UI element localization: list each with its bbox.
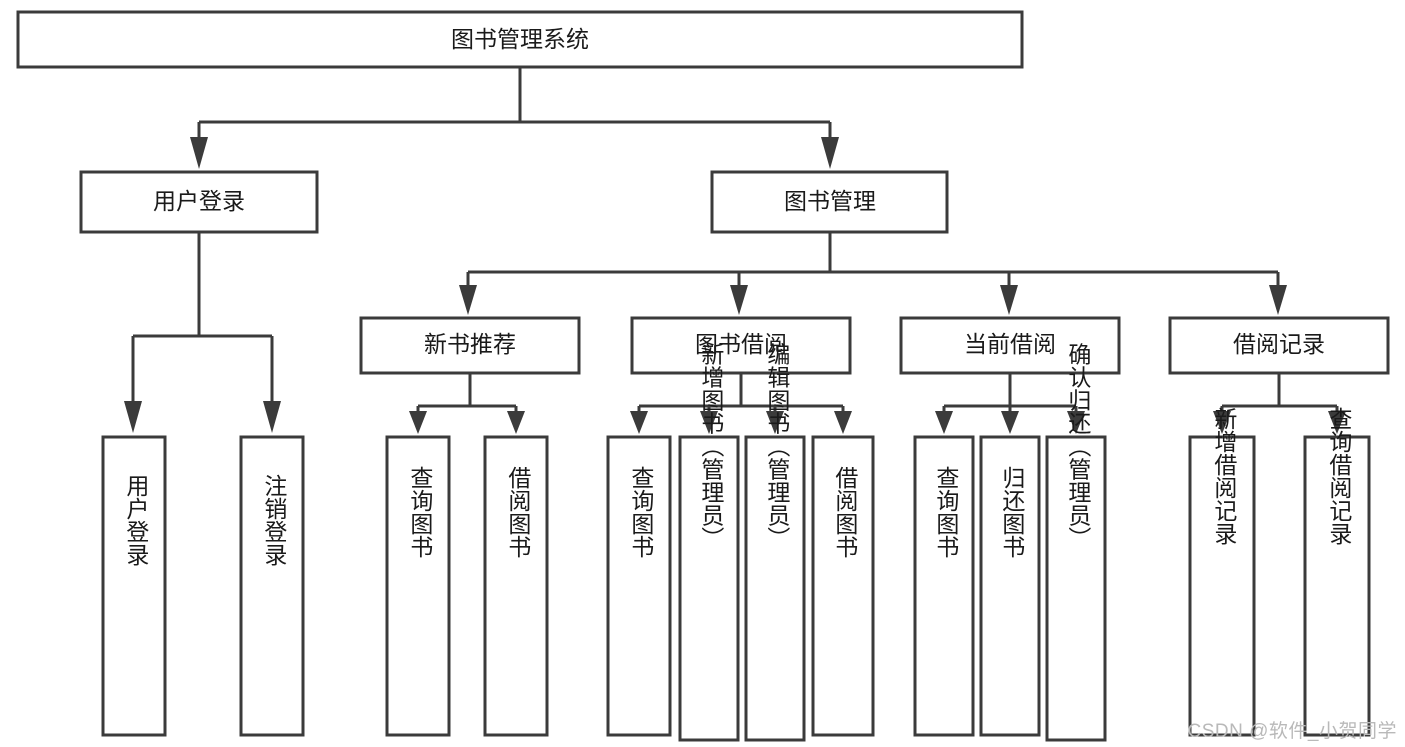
node-leaf-edit-book-box[interactable] [744,435,806,742]
arrow-to-leaf-borrow-book-2 [834,411,852,434]
arrow-to-leaf-edit-book [766,411,784,434]
node-root-label: 图书管理系统 [451,26,589,52]
node-leaf-borrow-book-1-box[interactable] [483,435,549,737]
arrow-to-leaf-logout [263,401,281,433]
node-leaf-query-book-3[interactable]: 查询图书 [913,435,975,737]
node-leaf-add-record-label: 新增借阅记录 [1211,407,1238,545]
node-borrow-record[interactable]: 借阅记录 [1168,316,1390,375]
node-user-login-label: 用户登录 [153,188,245,214]
node-leaf-borrow-book-2[interactable]: 借阅图书 [811,435,875,737]
node-leaf-user-login[interactable]: 用户登录 [101,435,167,737]
node-book-manage-label: 图书管理 [784,188,876,214]
node-book-manage[interactable]: 图书管理 [710,170,949,234]
node-book-borrow-box[interactable] [630,316,852,375]
arrow-to-leaf-return-book [1001,411,1019,434]
arrow-to-leaf-query-book-3 [935,411,953,434]
connector-group-book-borrow [630,373,852,434]
node-user-login[interactable]: 用户登录 [79,170,319,234]
node-new-book-rec-label: 新书推荐 [424,331,516,357]
node-leaf-add-record[interactable]: 新增借阅记录 [1188,407,1256,737]
arrow-to-borrow-record [1269,285,1287,315]
node-root[interactable]: 图书管理系统 [16,10,1024,69]
node-leaf-query-record-box[interactable] [1303,435,1371,737]
node-leaf-user-login-label: 用户登录 [123,474,150,566]
node-leaf-query-book-2-label: 查询图书 [628,466,655,558]
node-leaf-query-book-2[interactable]: 查询图书 [606,435,672,737]
node-leaf-confirm-return[interactable]: 确认归还（管理员） [1045,343,1107,742]
node-borrow-record-label: 借阅记录 [1233,331,1325,357]
node-leaf-query-book-3-label: 查询图书 [933,466,960,558]
arrow-to-leaf-user-login [124,401,142,433]
node-leaf-edit-book[interactable]: 编辑图书（管理员） [744,343,806,742]
node-root-box[interactable] [16,10,1024,69]
node-leaf-query-book-3-box[interactable] [913,435,975,737]
node-leaf-query-book-1-box[interactable] [385,435,451,737]
connector-group-user-login [124,232,281,433]
node-current-borrow[interactable]: 当前借阅 [899,316,1121,375]
arrow-to-leaf-query-record [1328,411,1346,434]
node-new-book-rec[interactable]: 新书推荐 [359,316,581,375]
arrow-to-current-borrow [1000,285,1018,315]
connector-group-book-manage [459,232,1287,315]
arrow-to-leaf-query-book-1 [409,411,427,434]
arrow-to-leaf-add-record [1213,411,1231,434]
arrow-to-book-manage [821,137,839,169]
connector-group-new-book-rec [409,373,525,434]
node-leaf-add-book-label: 新增图书（管理员） [698,343,725,550]
node-leaf-edit-book-label: 编辑图书（管理员） [764,343,791,550]
node-leaf-query-book-1[interactable]: 查询图书 [385,435,451,737]
node-leaf-user-login-box[interactable] [101,435,167,737]
connector-group-borrow-record [1213,373,1346,434]
node-leaf-query-record-label: 查询借阅记录 [1326,407,1353,545]
node-leaf-borrow-book-1[interactable]: 借阅图书 [483,435,549,737]
connector-group-current-borrow [935,373,1085,434]
arrow-to-new-book-rec [459,285,477,315]
arrow-to-book-borrow [730,285,748,315]
node-leaf-logout-label: 注销登录 [261,474,288,566]
node-leaf-add-record-box[interactable] [1188,435,1256,737]
node-leaf-return-book-label: 归还图书 [999,466,1026,558]
connector-group-root [190,67,839,169]
arrow-to-leaf-query-book-2 [630,411,648,434]
node-leaf-borrow-book-1-label: 借阅图书 [505,466,532,558]
node-book-manage-box[interactable] [710,170,949,234]
node-leaf-logout[interactable]: 注销登录 [239,435,305,737]
node-leaf-borrow-book-2-box[interactable] [811,435,875,737]
node-leaf-add-book[interactable]: 新增图书（管理员） [678,343,740,742]
node-new-book-rec-box[interactable] [359,316,581,375]
node-current-borrow-box[interactable] [899,316,1121,375]
node-leaf-query-book-1-label: 查询图书 [407,466,434,558]
arrow-to-user-login [190,137,208,169]
arrow-to-leaf-confirm-return [1067,411,1085,434]
arrow-to-leaf-borrow-book-1 [507,411,525,434]
node-book-borrow-label: 图书借阅 [695,331,787,357]
watermark-text: CSDN @软件_小贺同学 [1187,721,1397,742]
node-book-borrow[interactable]: 图书借阅 [630,316,852,375]
node-leaf-query-record[interactable]: 查询借阅记录 [1303,407,1371,737]
node-leaf-confirm-return-box[interactable] [1045,435,1107,742]
node-leaf-confirm-return-label: 确认归还（管理员） [1065,343,1092,550]
node-leaf-add-book-box[interactable] [678,435,740,742]
node-user-login-box[interactable] [79,170,319,234]
node-leaf-logout-box[interactable] [239,435,305,737]
node-borrow-record-box[interactable] [1168,316,1390,375]
arrow-to-leaf-add-book [700,411,718,434]
node-current-borrow-label: 当前借阅 [964,331,1056,357]
node-leaf-borrow-book-2-label: 借阅图书 [832,466,859,558]
node-leaf-return-book[interactable]: 归还图书 [979,435,1041,737]
node-leaf-return-book-box[interactable] [979,435,1041,737]
node-leaf-query-book-2-box[interactable] [606,435,672,737]
